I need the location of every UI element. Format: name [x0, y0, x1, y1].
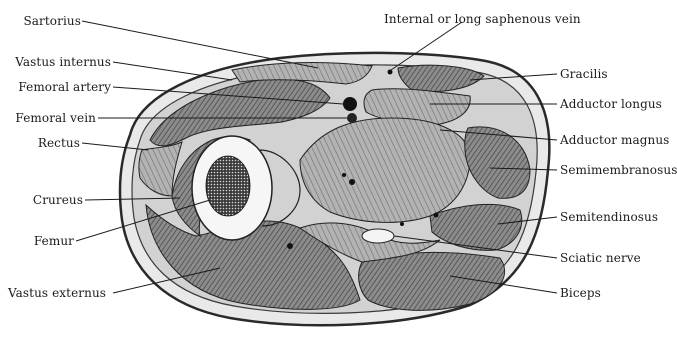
label-rectus: Rectus [38, 136, 80, 150]
label-adductor-magnus: Adductor magnus [560, 133, 669, 147]
saphenous-vein-vessel [388, 70, 393, 75]
small-vessel [434, 213, 439, 218]
small-vessel [342, 173, 346, 177]
label-sciatic-nerve: Sciatic nerve [560, 251, 641, 265]
sciatic-nerve-structure [362, 229, 394, 243]
label-vastus-externus: Vastus externus [8, 286, 106, 300]
femoral-artery-vessel [343, 97, 357, 111]
label-biceps: Biceps [560, 286, 601, 300]
label-adductor-longus: Adductor longus [560, 97, 662, 111]
label-gracilis: Gracilis [560, 67, 608, 81]
femoral-vein-vessel [347, 113, 357, 123]
label-crureus: Crureus [33, 193, 83, 207]
label-semitendinosus: Semitendinosus [560, 210, 658, 224]
label-femoral-artery: Femoral artery [18, 80, 111, 94]
femur-marrow [206, 156, 250, 216]
label-vastus-internus: Vastus internus [15, 55, 111, 69]
label-sartorius: Sartorius [23, 14, 81, 28]
leader-sartorius [82, 21, 318, 68]
small-vessel [349, 179, 355, 185]
label-femoral-vein: Femoral vein [15, 111, 96, 125]
small-vessel [400, 222, 404, 226]
label-saphenous-vein: Internal or long saphenous vein [384, 12, 581, 26]
small-vessel [287, 243, 293, 249]
label-femur: Femur [34, 234, 74, 248]
label-semimembranosus: Semimembranosus [560, 163, 677, 177]
